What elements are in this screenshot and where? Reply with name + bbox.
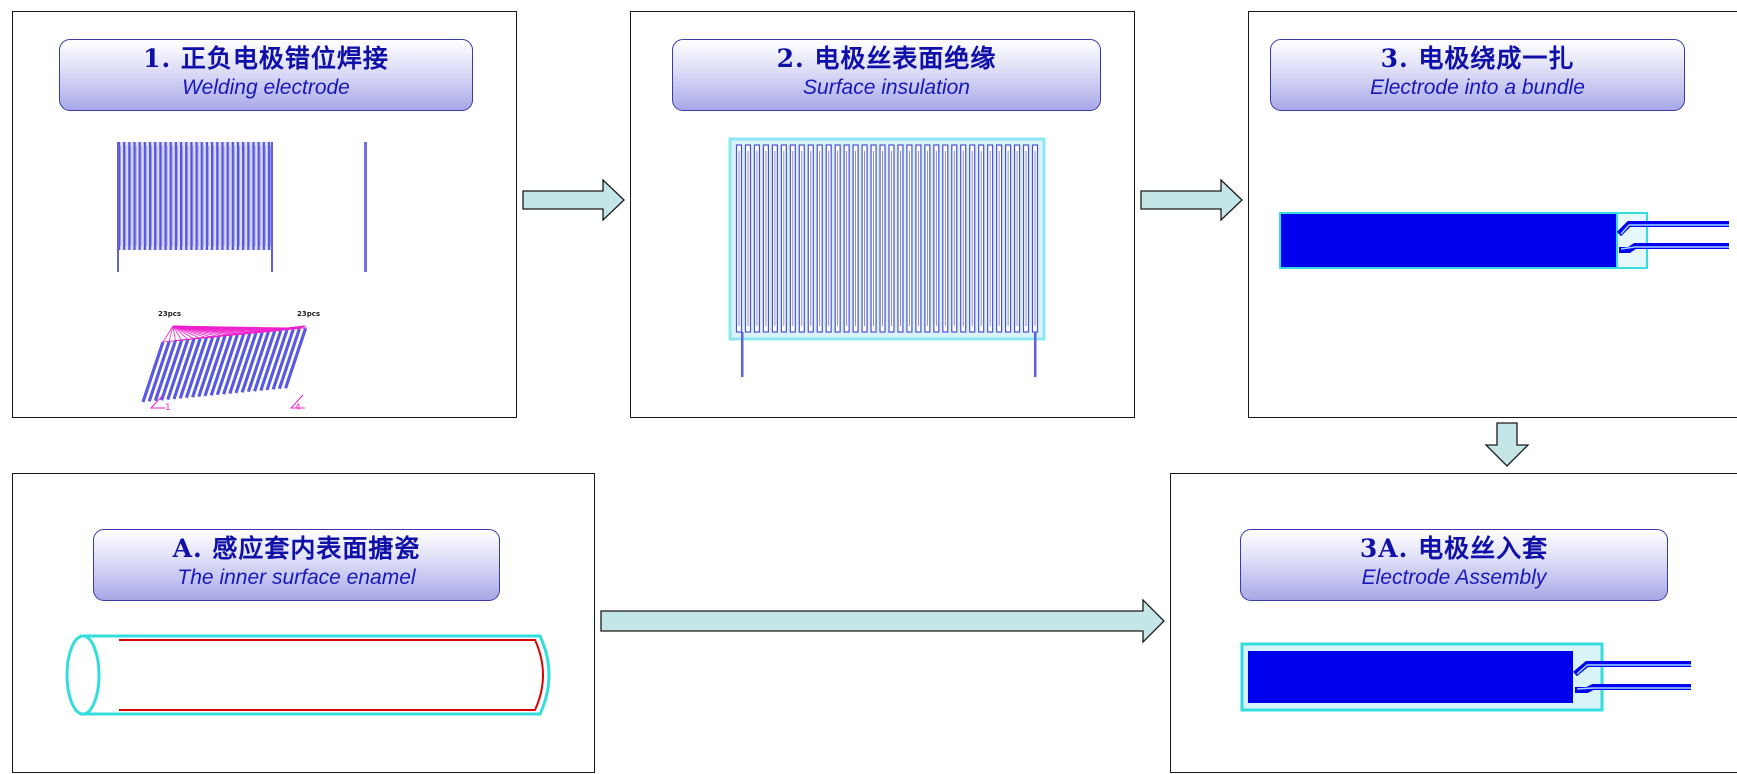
- electrode-bundle-diagram: [1279, 212, 1729, 269]
- wire-fan-diagram: [141, 325, 308, 409]
- arrow-step3-to-step3a: [1484, 422, 1530, 467]
- step-3a-title: 3A. 电极丝入套 Electrode Assembly: [1240, 529, 1668, 601]
- arrow-stepA-to-step3a: [600, 598, 1165, 644]
- step-3a-title-en: Electrode Assembly: [1361, 566, 1547, 589]
- step-3-title: 3. 电极绕成一扎 Electrode into a bundle: [1270, 39, 1685, 111]
- step-1-title: 1. 正负电极错位焊接 Welding electrode: [59, 39, 473, 111]
- arrow-step2-to-step3: [1140, 178, 1243, 222]
- assembly-electrode-bundle: [1248, 651, 1573, 703]
- step-a-title-en: The inner surface enamel: [177, 566, 416, 589]
- enamel-inner-layer: [119, 639, 544, 711]
- panel-step-a: A. 感应套内表面搪瓷 The inner surface enamel: [12, 473, 595, 773]
- single-electrode-rod: [364, 142, 367, 272]
- terminal-label-left: 1: [165, 403, 171, 413]
- panel-step-3: 3. 电极绕成一扎 Electrode into a bundle: [1248, 11, 1737, 418]
- left-count-label: 23pcs: [158, 310, 181, 318]
- step-3-title-cn: 3. 电极绕成一扎: [1380, 44, 1575, 73]
- electrode-assembly-diagram: [1240, 642, 1691, 712]
- step-3-title-en: Electrode into a bundle: [1370, 76, 1585, 99]
- enamel-tube-diagram: [65, 634, 551, 716]
- step-1-title-en: Welding electrode: [182, 76, 350, 99]
- assembly-lead-upper: [1573, 661, 1691, 677]
- step-2-title: 2. 电极丝表面绝缘 Surface insulation: [672, 39, 1101, 111]
- lead-left: [741, 332, 744, 377]
- electrode-comb: [117, 142, 273, 272]
- lead-right: [1034, 332, 1037, 377]
- electrode-bundle: [1279, 212, 1618, 269]
- electrode-comb-diagram: 23pcs 23pcs 1 4: [117, 142, 367, 413]
- panel-step-2: 2. 电极丝表面绝缘 Surface insulation: [630, 11, 1135, 418]
- induction-sleeve: [80, 634, 551, 716]
- terminal-label-right: 4: [295, 403, 301, 413]
- panel-step-3a: 3A. 电极丝入套 Electrode Assembly: [1170, 473, 1737, 773]
- right-count-label: 23pcs: [297, 310, 320, 318]
- step-2-title-en: Surface insulation: [803, 76, 970, 99]
- step-1-title-cn: 1. 正负电极错位焊接: [143, 44, 389, 73]
- panel-step-1: 1. 正负电极错位焊接 Welding electrode 23pcs 23pc…: [12, 11, 517, 418]
- sleeve-opening: [65, 634, 101, 716]
- arrow-step1-to-step2: [522, 178, 625, 222]
- step-3a-title-cn: 3A. 电极丝入套: [1359, 534, 1549, 563]
- step-2-title-cn: 2. 电极丝表面绝缘: [776, 44, 997, 73]
- insulated-electrode-diagram: [728, 137, 1046, 377]
- step-a-title-cn: A. 感应套内表面搪瓷: [172, 534, 421, 563]
- bundle-lead-upper: [1616, 221, 1729, 237]
- step-a-title: A. 感应套内表面搪瓷 The inner surface enamel: [93, 529, 500, 601]
